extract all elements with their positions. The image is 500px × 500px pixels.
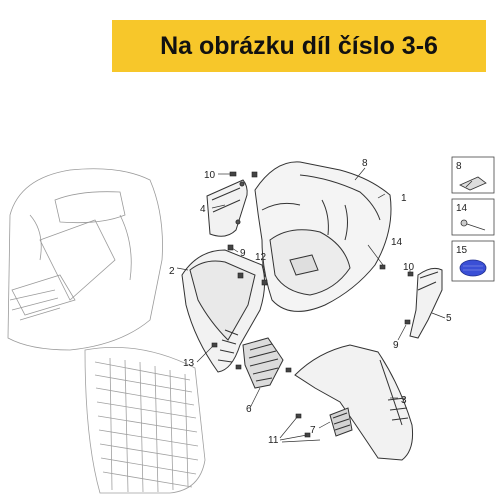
- part-5-right-strip: [409, 267, 443, 339]
- leader-lines: [176, 167, 446, 443]
- callout-13: 13: [183, 358, 195, 369]
- fastener-9b: [404, 319, 411, 325]
- part-1-leg-shield: [254, 161, 392, 312]
- oval-pattern: [463, 265, 483, 271]
- callout-8: 8: [362, 158, 368, 169]
- callout-10a: 10: [204, 170, 216, 181]
- callout-5: 5: [446, 313, 452, 324]
- fastener-12a: [237, 272, 244, 279]
- fastener-10a: [229, 171, 237, 177]
- ghost-front-shield: [7, 168, 163, 351]
- callout-6: 6: [246, 404, 252, 415]
- fastener-11a: [295, 413, 302, 419]
- part-4-side-panel: [206, 179, 248, 237]
- part-number-banner: Na obrázku díl číslo 3-6: [112, 20, 486, 72]
- part-3-front-panel: [294, 344, 413, 461]
- callout-4: 4: [200, 204, 206, 215]
- callout-3: 3: [401, 395, 407, 406]
- screw-icon: [460, 219, 486, 231]
- fastener-14: [379, 264, 386, 270]
- part-6-small-grille: [242, 337, 284, 389]
- callout-14: 14: [391, 237, 403, 248]
- ghost-lower-grille: [84, 346, 206, 494]
- fastener-8a: [251, 171, 258, 178]
- oval-label-icon: [459, 259, 487, 277]
- legend-box-14: 14: [451, 198, 495, 236]
- callout-12: 12: [255, 252, 267, 263]
- fastener-10b: [407, 271, 414, 277]
- banner-text: Na obrázku díl číslo 3-6: [160, 31, 438, 60]
- legend-num-14: 14: [456, 203, 468, 214]
- legend-box-8: 8: [451, 156, 495, 194]
- legend-box-15: 15: [451, 240, 495, 282]
- fastener-12b: [261, 279, 268, 286]
- part-2-left-panel: [181, 249, 266, 373]
- callout-7: 7: [310, 425, 316, 436]
- callout-1: 1: [401, 193, 407, 204]
- fastener-9a: [227, 244, 234, 251]
- fastener-13a: [211, 342, 218, 348]
- legend-num-15: 15: [456, 245, 468, 256]
- legend-num-8: 8: [456, 161, 462, 172]
- callout-9a: 9: [240, 248, 246, 259]
- callout-9b: 9: [393, 340, 399, 351]
- fastener-6: [285, 367, 292, 373]
- fastener-13b: [235, 364, 242, 370]
- clip-icon: [459, 176, 487, 191]
- callout-2: 2: [169, 266, 175, 277]
- part-7-vent-insert: [329, 407, 353, 437]
- fastener-11b: [304, 432, 311, 438]
- callout-10b: 10: [403, 262, 415, 273]
- callout-11: 11: [268, 435, 279, 446]
